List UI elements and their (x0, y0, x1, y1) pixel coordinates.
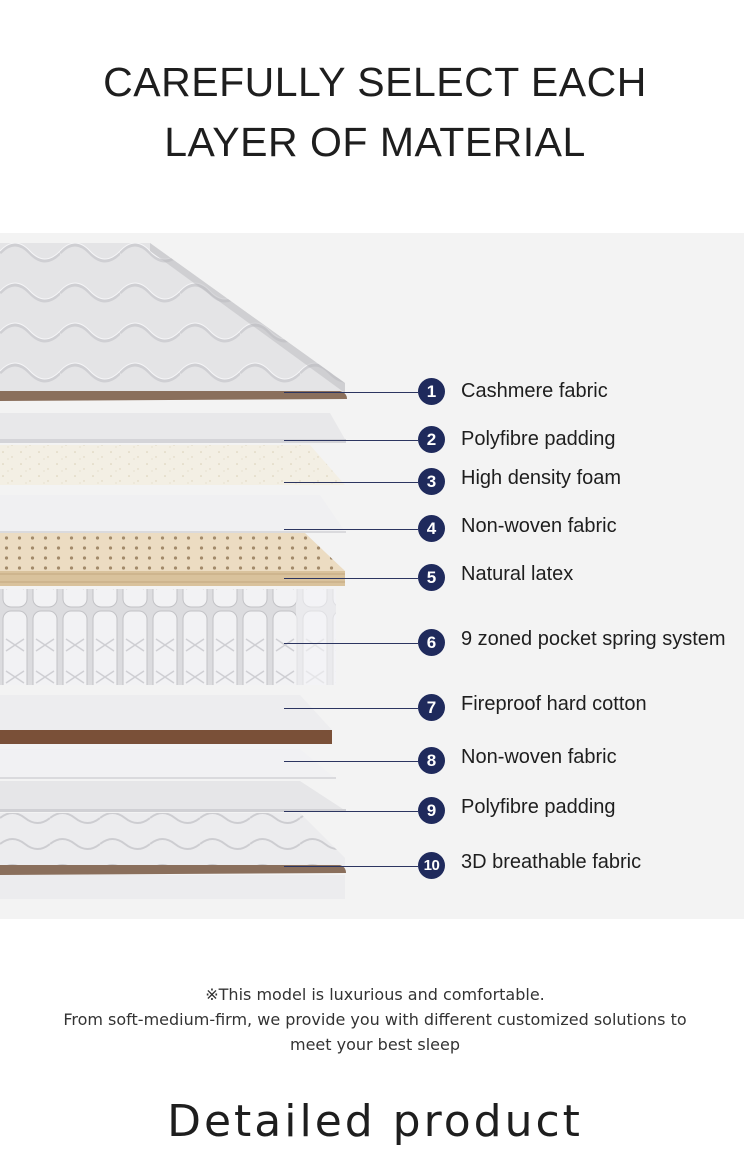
leader-line (284, 708, 418, 709)
layer-number-badge: 7 (418, 694, 445, 721)
mattress-layers-panel: 1 Cashmere fabric 2 Polyfibre padding 3 … (0, 233, 744, 919)
note-line-3: meet your best sleep (289, 1035, 460, 1054)
leader-line (284, 811, 418, 812)
layer-label: Non-woven fabric (461, 746, 617, 768)
leader-line (284, 440, 418, 441)
layer-number-badge: 10 (418, 852, 445, 879)
layer-label: Natural latex (461, 563, 574, 585)
layer-number-badge: 9 (418, 797, 445, 824)
layer-label: Polyfibre padding (461, 796, 616, 818)
layer-number-badge: 8 (418, 747, 445, 774)
layer-label: Fireproof hard cotton (461, 693, 647, 715)
layer-label: Polyfibre padding (461, 428, 616, 450)
layer-label: Non-woven fabric (461, 515, 617, 537)
layer-number-badge: 2 (418, 426, 445, 453)
leader-line (284, 643, 418, 644)
layer-label: Cashmere fabric (461, 380, 608, 402)
leader-line (284, 761, 418, 762)
leader-line (284, 392, 418, 393)
leader-line (284, 482, 418, 483)
note-line-1: ※This model is luxurious and comfortable… (205, 985, 545, 1004)
layer-number-badge: 6 (418, 629, 445, 656)
mattress-layers-illustration (0, 243, 347, 899)
section-title: Detailed product (167, 1096, 583, 1147)
heading-line-2: LAYER OF MATERIAL (164, 119, 586, 165)
layer-number-badge: 3 (418, 468, 445, 495)
layer-number-badge: 1 (418, 378, 445, 405)
leader-line (284, 866, 418, 867)
layer-number-badge: 4 (418, 515, 445, 542)
leader-line (284, 529, 418, 530)
layer-label: 3D breathable fabric (461, 851, 642, 873)
leader-line (284, 578, 418, 579)
heading-line-1: CAREFULLY SELECT EACH (103, 59, 647, 105)
layer-number-badge: 5 (418, 564, 445, 591)
note-line-2: From soft-medium-firm, we provide you wi… (63, 1010, 687, 1029)
layer-label: 9 zoned pocket spring system (461, 628, 726, 650)
layer-label: High density foam (461, 467, 622, 489)
